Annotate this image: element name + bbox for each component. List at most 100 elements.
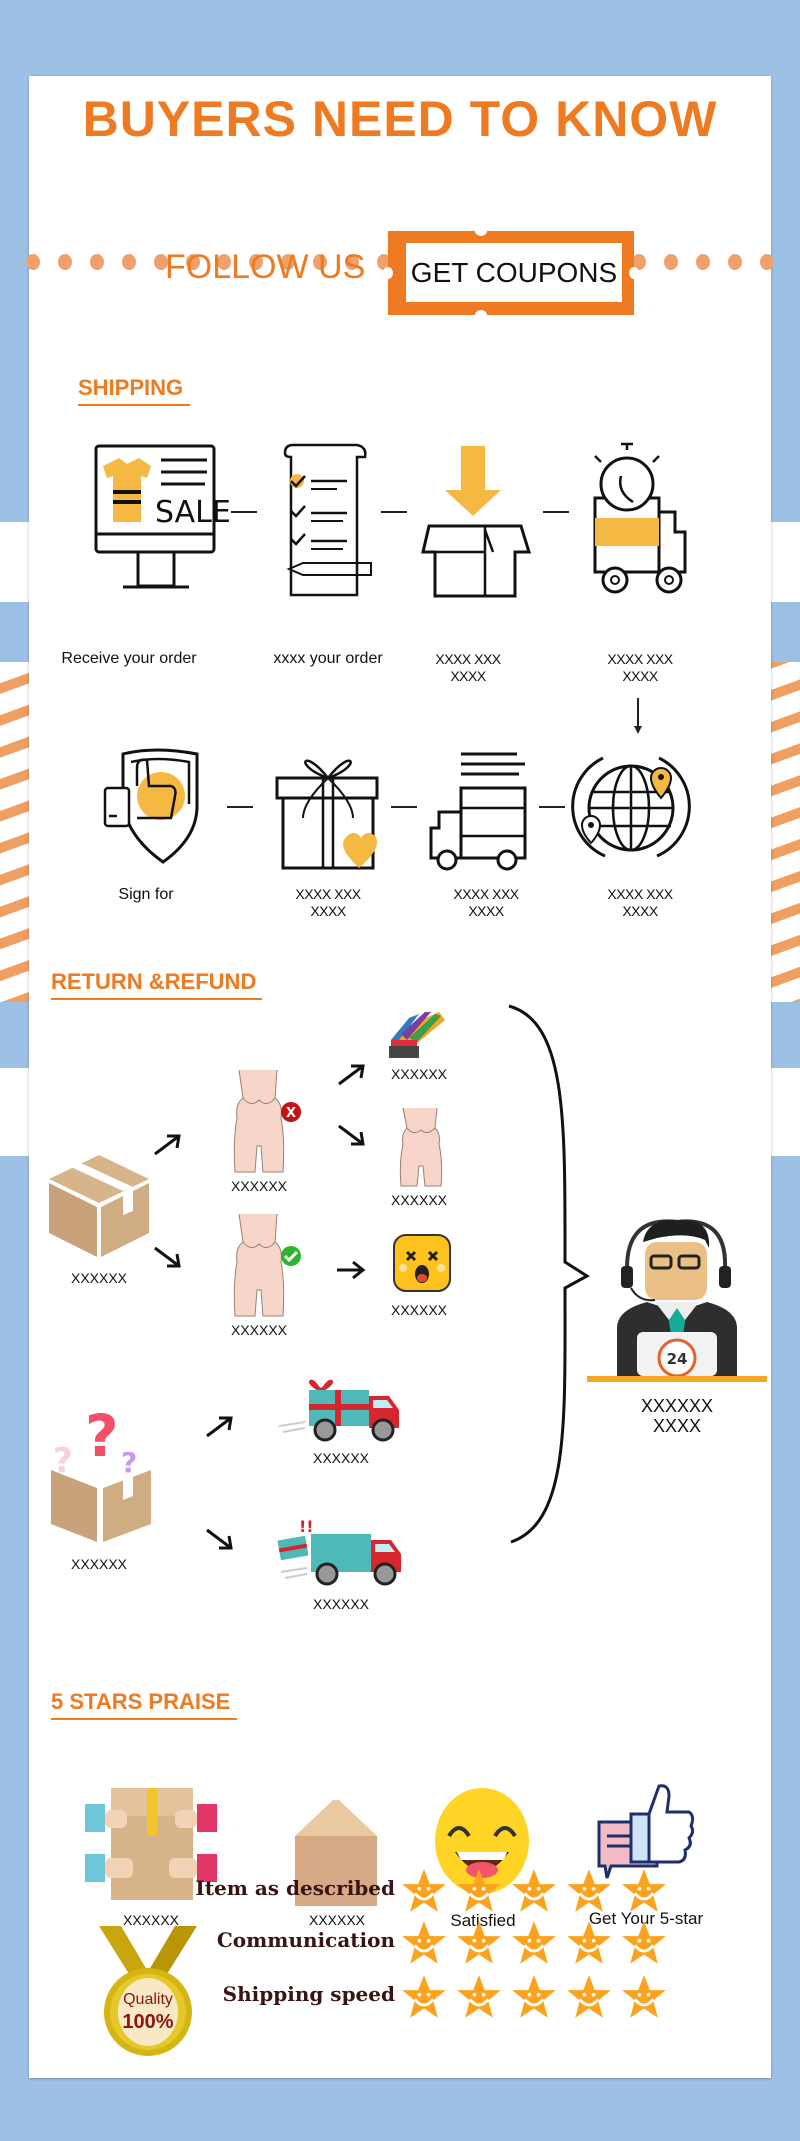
garment-wrong-icon: X bbox=[233, 1069, 301, 1173]
rating-star-icon bbox=[512, 1975, 556, 2018]
rating-star-icon bbox=[457, 1975, 501, 2018]
page-title: BUYERS NEED TO KNOW bbox=[82, 91, 718, 147]
follow-us-link[interactable]: FOLLOW US bbox=[165, 248, 366, 286]
shipping-heading: SHIPPING bbox=[78, 375, 184, 400]
shipping-step-label: XXXX XXX XXXX bbox=[607, 886, 673, 919]
content-panel: BUYERS NEED TO KNOW FOLLOW US GET COUPON… bbox=[26, 76, 774, 2078]
gift-truck-icon bbox=[278, 1379, 399, 1442]
exchange-item-label: XXXXXX bbox=[390, 1192, 448, 1208]
get-coupons-button[interactable]: GET COUPONS bbox=[383, 226, 639, 320]
coupon-notch bbox=[475, 310, 487, 320]
wrong-item-label: XXXXXX bbox=[230, 1178, 288, 1194]
praise-heading: 5 STARS PRAISE bbox=[51, 1689, 231, 1714]
support-label: XXXXXX XXXX bbox=[607, 1396, 747, 1436]
arrow-down bbox=[634, 698, 642, 734]
package-icon bbox=[49, 1155, 149, 1257]
rating-label: Item as described bbox=[195, 1876, 395, 1900]
rating-star-icon bbox=[402, 1975, 446, 2018]
shipping-step-label: xxxx your order bbox=[273, 650, 383, 667]
arrow-down-right bbox=[154, 1246, 181, 1268]
delivery-truck-icon bbox=[429, 752, 527, 871]
svg-text:?: ? bbox=[121, 1446, 137, 1479]
medal-line1: Quality bbox=[123, 1991, 173, 2008]
shipping-underline bbox=[78, 404, 190, 406]
divider-dot bbox=[759, 254, 774, 270]
svg-text:SALE: SALE bbox=[155, 495, 231, 530]
color-swatch-label: XXXXXX bbox=[390, 1066, 448, 1082]
praise-item-label: Satisfied bbox=[450, 1911, 516, 1930]
praise-item-label: XXXXXX bbox=[122, 1912, 180, 1928]
open-box-icon bbox=[295, 1786, 377, 1906]
coupon-notch bbox=[629, 267, 639, 279]
svg-text:?: ? bbox=[53, 1441, 73, 1481]
return-refund-underline bbox=[51, 998, 262, 1000]
shipping-step-label: XXXX XXX XXXX bbox=[435, 651, 501, 684]
arrow-down-right bbox=[338, 1124, 365, 1146]
svg-text:X: X bbox=[286, 1106, 296, 1121]
rating-star-icon bbox=[512, 1869, 556, 1912]
shipping-step-label: XXXX XXX XXXX bbox=[607, 651, 673, 684]
unhappy-label: XXXXXX bbox=[390, 1302, 448, 1318]
arrow-up-right bbox=[338, 1064, 365, 1086]
rating-star-icon bbox=[457, 1921, 501, 1964]
rating-star-icon bbox=[622, 1975, 666, 2018]
gift-truck-label: XXXXXX bbox=[312, 1450, 370, 1466]
unhappy-emoji-icon bbox=[393, 1234, 451, 1292]
mystery-box-label: XXXXXX bbox=[70, 1556, 128, 1572]
lost-gift-truck-label: XXXXXX bbox=[312, 1596, 370, 1612]
rating-star-icon bbox=[457, 1869, 501, 1912]
divider-dot bbox=[632, 254, 647, 270]
divider-dot bbox=[89, 254, 104, 270]
divider-dot bbox=[345, 254, 360, 270]
divider-dot bbox=[376, 254, 391, 270]
divider-dot bbox=[217, 254, 232, 270]
arrow-left bbox=[391, 806, 417, 808]
quality-medal-icon: Quality 100% bbox=[99, 1926, 197, 2056]
lost-gift-truck-icon: !! bbox=[277, 1517, 401, 1586]
rating-star-icon bbox=[567, 1975, 611, 2018]
arrow-up-right bbox=[154, 1134, 181, 1156]
arrow-right bbox=[543, 511, 569, 513]
arrow-down-right bbox=[206, 1528, 233, 1550]
rating-star-icon bbox=[622, 1921, 666, 1964]
globe-pin-icon bbox=[571, 756, 691, 858]
color-swatch-icon bbox=[389, 1012, 445, 1058]
rating-star-icon bbox=[567, 1921, 611, 1964]
rating-label: Communication bbox=[216, 1928, 395, 1952]
shipping-step-label: Receive your order bbox=[61, 650, 197, 667]
divider-dot bbox=[57, 254, 72, 270]
rating-star-icon bbox=[512, 1921, 556, 1964]
divider-dot bbox=[281, 254, 296, 270]
sale-monitor-icon: SALE bbox=[94, 444, 231, 589]
praise-item-label: Get Your 5-star bbox=[588, 1909, 704, 1928]
arrow-right bbox=[231, 511, 257, 513]
divider-dot bbox=[664, 254, 679, 270]
arrow-up-right bbox=[206, 1416, 233, 1438]
rating-label: Shipping speed bbox=[222, 1982, 395, 2006]
coupon-label: GET COUPONS bbox=[406, 243, 622, 302]
garment-exchange-icon bbox=[399, 1107, 443, 1187]
divider-dot bbox=[313, 254, 328, 270]
rating-star-icon bbox=[567, 1869, 611, 1912]
smiley-icon bbox=[435, 1788, 529, 1894]
mystery-box-icon: ? ? ? bbox=[51, 1402, 151, 1542]
gift-box-icon bbox=[275, 759, 379, 870]
divider-dot bbox=[185, 254, 200, 270]
rating-star-icon bbox=[402, 1921, 446, 1964]
right-item-label: XXXXXX bbox=[230, 1322, 288, 1338]
timer-truck-icon bbox=[593, 442, 687, 594]
return-refund-heading: RETURN &REFUND bbox=[51, 969, 257, 994]
divider-dot bbox=[249, 254, 264, 270]
curly-brace bbox=[508, 1004, 590, 1544]
hands-box-icon bbox=[85, 1788, 217, 1900]
arrow-right bbox=[337, 1260, 366, 1280]
arrow-right bbox=[381, 511, 407, 513]
divider-dot bbox=[727, 254, 742, 270]
package-label: XXXXXX bbox=[70, 1270, 128, 1286]
customer-support-icon: 24 bbox=[587, 1219, 767, 1382]
support-label-line1: XXXXXX bbox=[640, 1396, 714, 1416]
praise-underline bbox=[51, 1718, 237, 1720]
support-label-line2: XXXX bbox=[652, 1416, 702, 1436]
svg-text:!!: !! bbox=[299, 1517, 314, 1536]
rating-star-icon bbox=[402, 1869, 446, 1912]
